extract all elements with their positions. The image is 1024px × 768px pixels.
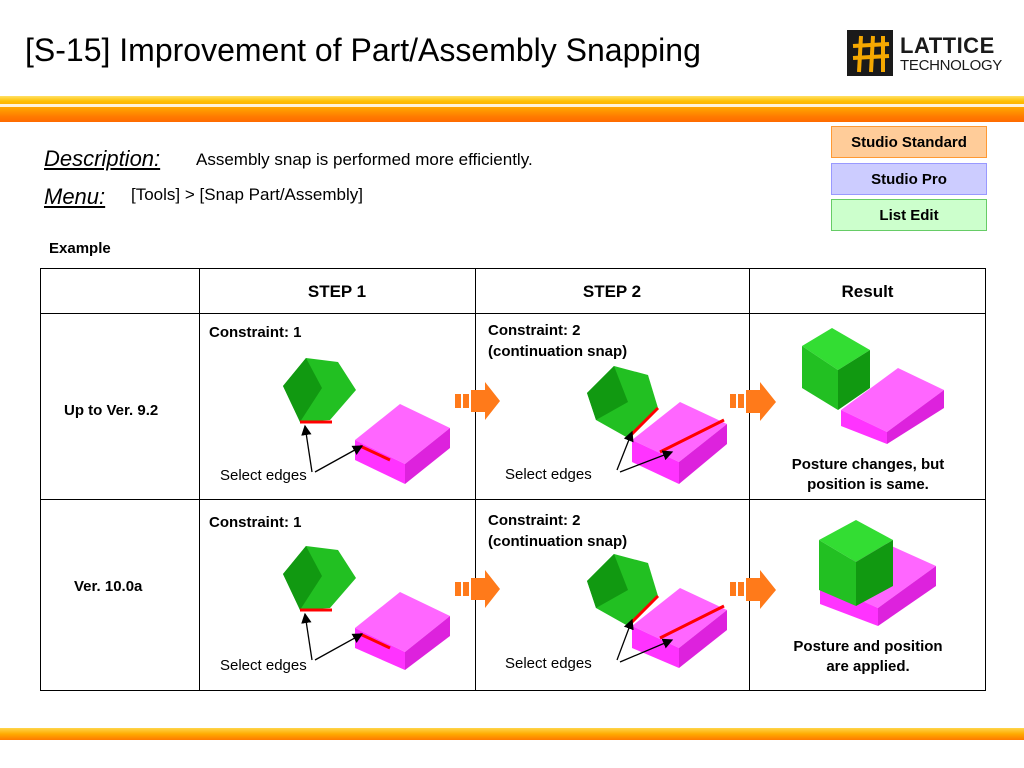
table-divider [199, 269, 200, 690]
arrow-right-icon [455, 570, 500, 608]
badge-studio-standard: Studio Standard [831, 126, 987, 158]
example-label: Example [49, 240, 111, 257]
magenta-box-icon [632, 402, 727, 484]
arrow-right-icon [730, 570, 776, 609]
table-divider [475, 269, 476, 690]
table-divider [41, 499, 985, 500]
result-note-line1: Posture changes, but [791, 456, 945, 473]
arrow-right-icon [730, 382, 776, 421]
header-step2: STEP 2 [582, 282, 642, 301]
lattice-logo: LATTICE TECHNOLOGY [847, 28, 1002, 78]
comparison-table [40, 268, 986, 691]
result-note-line2: position is same. [807, 476, 929, 493]
step1-caption: Constraint: 1 [209, 324, 302, 341]
badge-list-edit: List Edit [831, 199, 987, 231]
table-divider [749, 269, 750, 690]
arrow-right-icon [455, 382, 500, 420]
green-cube-icon [819, 520, 893, 606]
step2-caption-line2: (continuation snap) [488, 533, 628, 550]
table-divider [41, 313, 985, 314]
row-label: Up to Ver. 9.2 [64, 402, 159, 419]
green-cube-icon [283, 358, 356, 424]
menu-label: Menu: [44, 184, 106, 209]
green-cube-icon [802, 328, 870, 410]
green-cube-icon [283, 546, 356, 612]
step2-select-edges: Select edges [505, 466, 592, 483]
result-note-line2: are applied. [826, 658, 910, 675]
magenta-box-icon [355, 404, 450, 484]
step2-caption-line1: Constraint: 2 [488, 512, 581, 529]
logo-mark-icon [847, 30, 893, 76]
menu-text: [Tools] > [Snap Part/Assembly] [131, 185, 363, 204]
green-cube-icon [587, 366, 660, 440]
result-note-line1: Posture and position [793, 638, 943, 655]
magenta-box-icon [355, 592, 450, 670]
magenta-box-icon [841, 368, 944, 444]
step1-caption: Constraint: 1 [209, 514, 302, 531]
description-text: Assembly snap is performed more efficien… [196, 150, 533, 169]
footer-band [0, 728, 1024, 740]
step2-caption-line2: (continuation snap) [488, 343, 628, 360]
step1-select-edges: Select edges [220, 657, 307, 674]
step2-caption-line1: Constraint: 2 [488, 322, 581, 339]
logo-subtitle: TECHNOLOGY [900, 57, 1003, 74]
header-step1: STEP 1 [307, 282, 367, 301]
logo-name: LATTICE [900, 33, 995, 58]
description-label: Description: [44, 146, 161, 171]
slide-title: [S-15] Improvement of Part/Assembly Snap… [25, 32, 701, 68]
step1-select-edges: Select edges [220, 467, 307, 484]
row-label: Ver. 10.0a [74, 578, 143, 595]
header-result: Result [841, 282, 894, 301]
header-band [0, 96, 1024, 122]
step2-select-edges: Select edges [505, 655, 592, 672]
badge-studio-pro: Studio Pro [831, 163, 987, 195]
